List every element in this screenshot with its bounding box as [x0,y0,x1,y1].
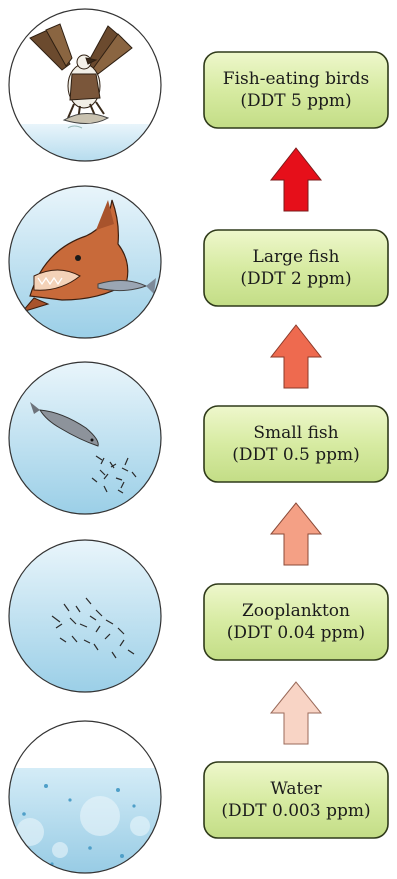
stage-box-zooplankton: Zooplankton (DDT 0.04 ppm) [204,584,388,660]
arrow-up-icon [271,148,321,211]
stage-ddt-label: (DDT 0.003 ppm) [221,801,370,821]
stage-ddt-label: (DDT 5 ppm) [240,91,351,111]
arrow-up-icon [271,682,321,744]
arrow-up-icon [271,325,321,388]
stage-ddt-label: (DDT 2 ppm) [240,269,351,289]
stage-ddt-label: (DDT 0.04 ppm) [227,623,365,643]
zooplankton-illustration [0,540,170,700]
stage-box-water: Water (DDT 0.003 ppm) [204,762,388,838]
stage-ddt-label: (DDT 0.5 ppm) [232,445,360,465]
large-fish-illustration [0,186,170,346]
stage-box-fish-eating-birds: Fish-eating birds (DDT 5 ppm) [204,52,388,128]
stage-organism-label: Small fish [253,423,338,443]
stage-organism-label: Water [270,779,322,799]
stage-organism-label: Fish-eating birds [223,69,369,89]
arrow-up-icon [271,503,321,565]
stage-organism-label: Zooplankton [242,601,350,621]
stage-organism-label: Large fish [253,247,340,267]
small-fish-illustration [0,362,170,522]
bird-eating-fish-illustration [0,9,170,184]
stage-box-large-fish: Large fish (DDT 2 ppm) [204,230,388,306]
stage-box-small-fish: Small fish (DDT 0.5 ppm) [204,406,388,482]
water-bubbles-illustration [0,721,170,879]
